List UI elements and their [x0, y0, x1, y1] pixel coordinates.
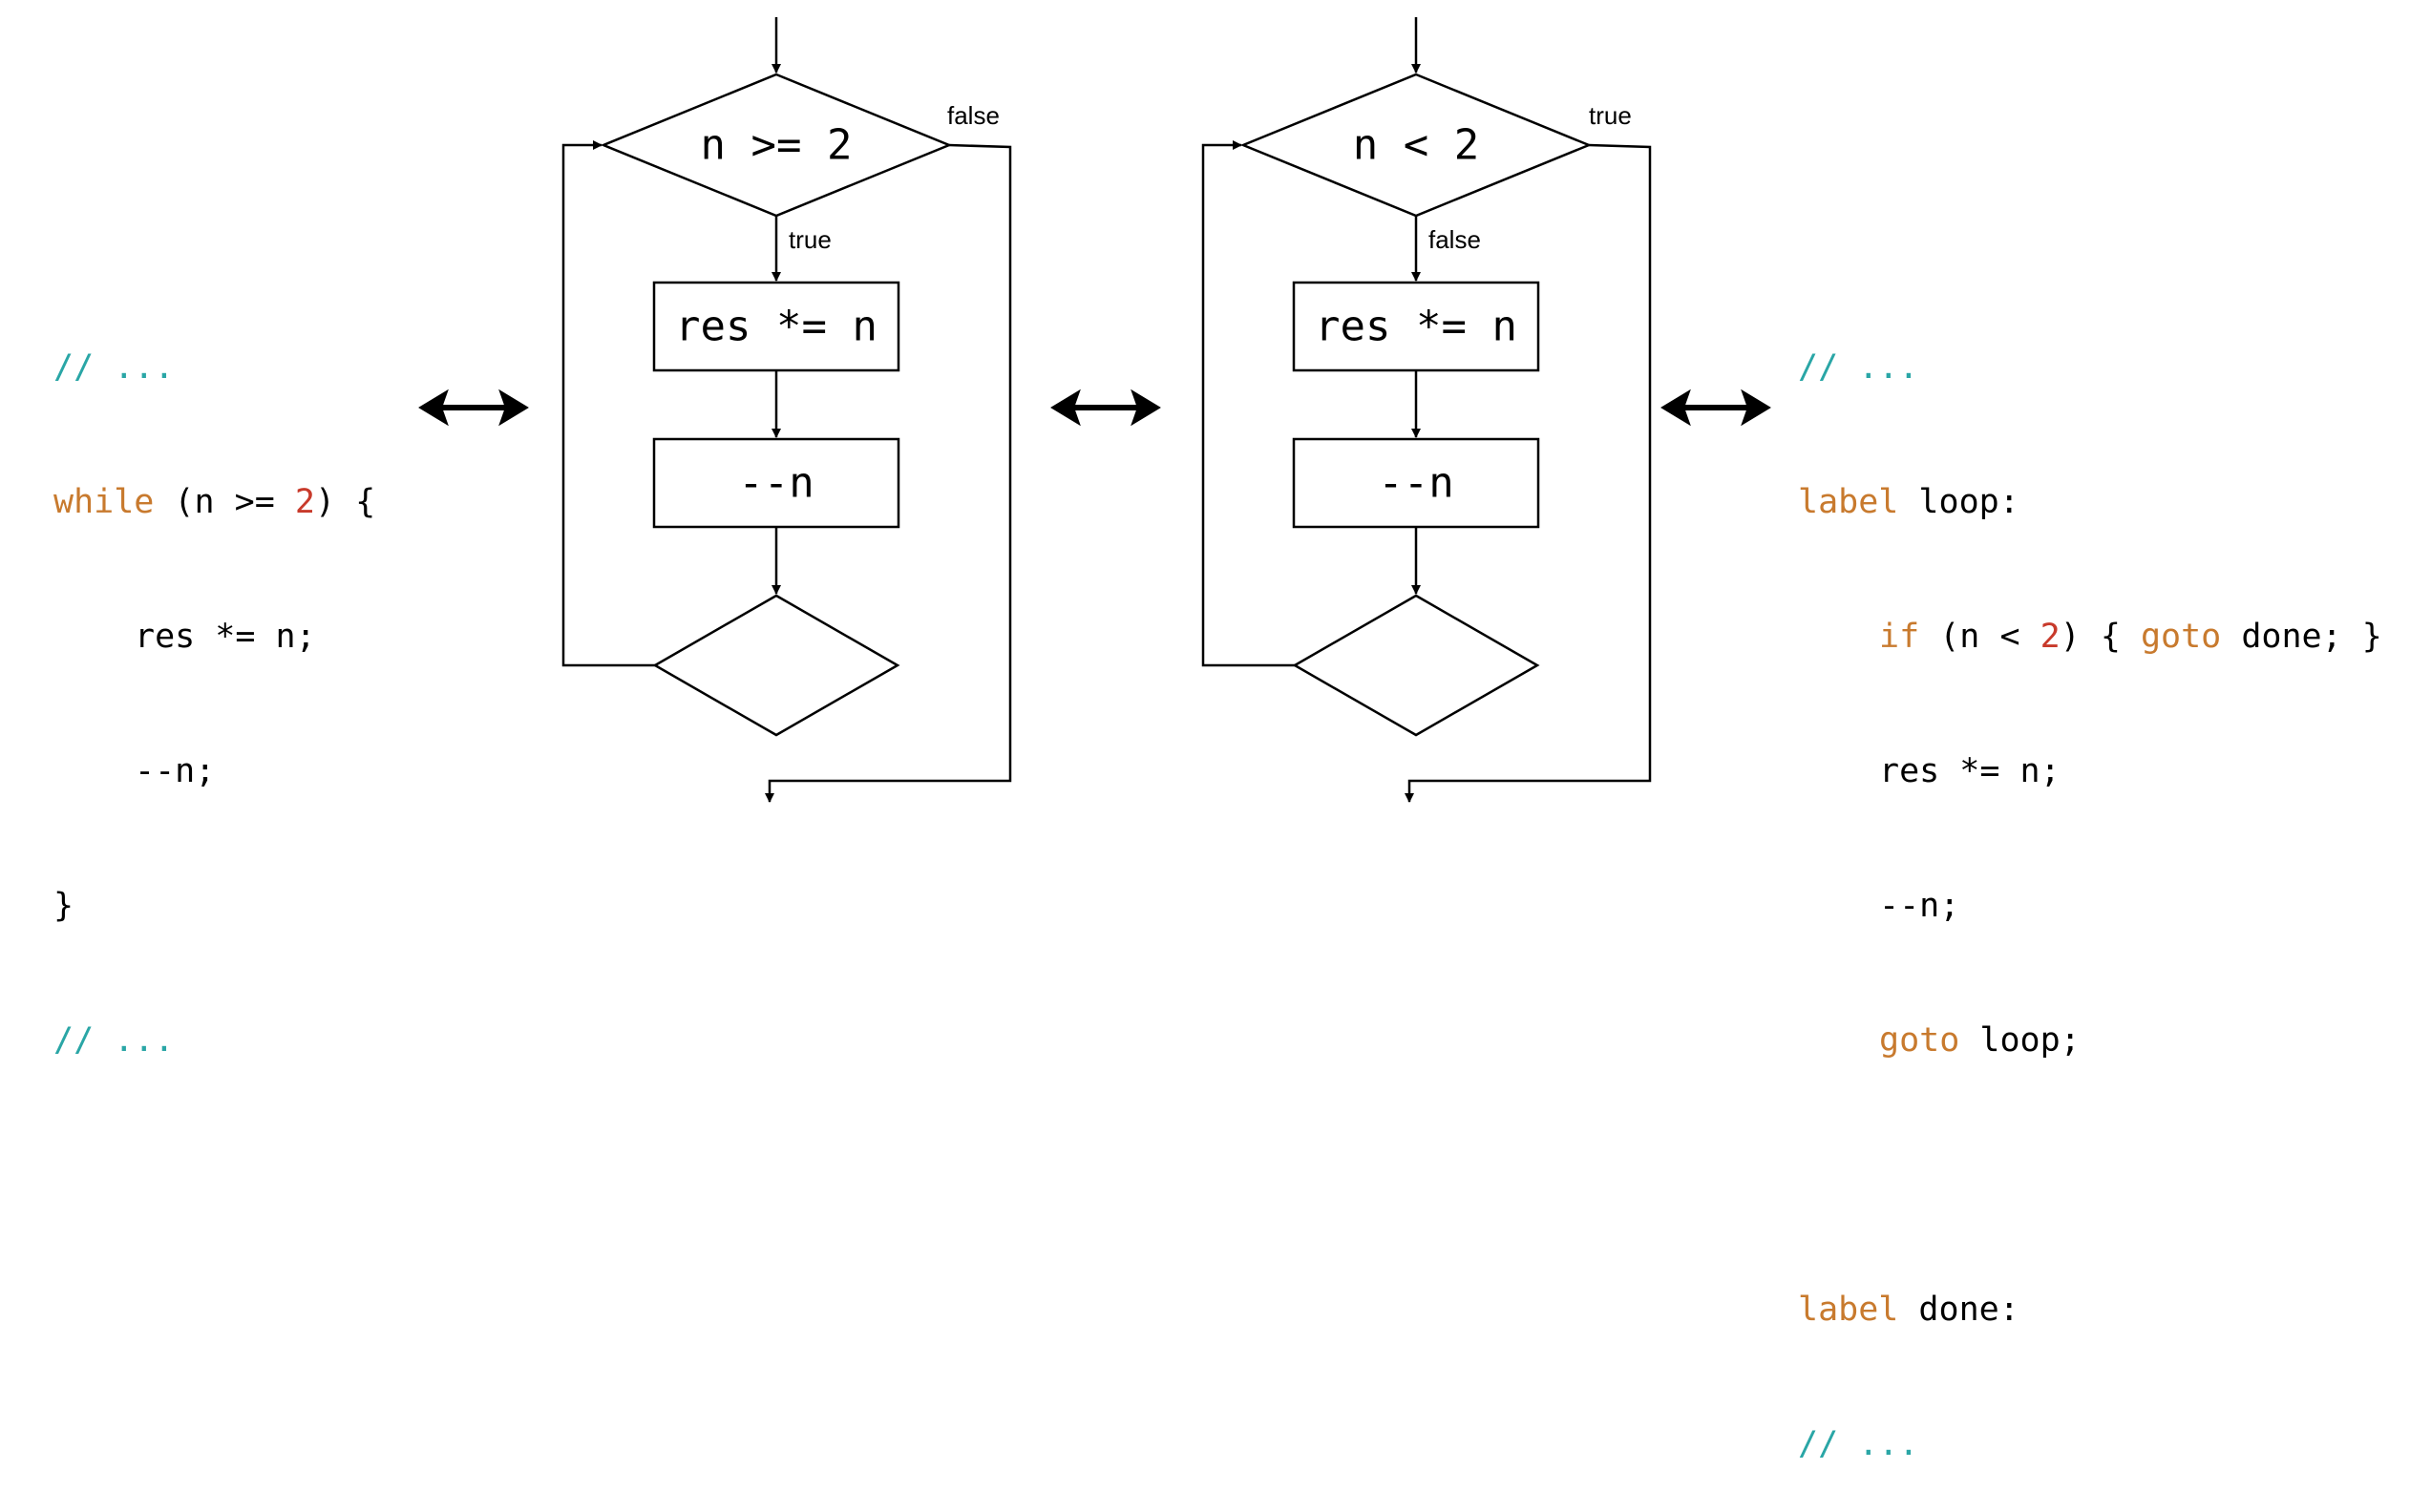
body-box-2 — [1292, 437, 1540, 529]
code-text: (n < — [1919, 618, 2040, 656]
body-text-1: res *= n — [675, 303, 877, 351]
label-loop-line: label loop: — [1798, 480, 2382, 525]
code-text: ) { — [314, 483, 376, 521]
comment-line: // ... — [53, 1021, 175, 1060]
condition-text: n < 2 — [1353, 121, 1479, 170]
exit-label: true — [1589, 101, 1632, 130]
goto-keyword: goto — [2140, 618, 2222, 656]
closing-brace-line: } — [53, 887, 74, 925]
label-keyword: label — [1798, 1291, 1899, 1329]
loop-back-arrow — [561, 140, 655, 667]
join-diamond — [1292, 594, 1540, 737]
body-text-2: --n — [1378, 459, 1453, 508]
while-keyword: while — [53, 483, 155, 521]
if-goto-line: if (n < 2) { goto done; } — [1798, 615, 2382, 660]
statement-line: --n; — [1879, 887, 1960, 925]
exit-arrow — [765, 143, 1012, 803]
comment-line: // ... — [53, 348, 175, 387]
label-keyword: label — [1798, 483, 1899, 521]
if-keyword: if — [1879, 618, 1920, 656]
code-text: (n >= — [154, 483, 295, 521]
blank-line — [1798, 1153, 2382, 1198]
enter-label: false — [1428, 225, 1481, 254]
code-text: done: — [1898, 1291, 2019, 1329]
join-diamond — [652, 594, 900, 737]
code-text: ) { — [2060, 618, 2141, 656]
body-box-1 — [1292, 281, 1540, 372]
statement-line: --n; — [135, 752, 216, 790]
number-literal: 2 — [294, 483, 315, 521]
body-box-2 — [652, 437, 900, 529]
goto-keyword: goto — [1879, 1021, 1960, 1060]
body-text-1: res *= n — [1315, 303, 1517, 351]
label-done-line: label done: — [1798, 1288, 2382, 1333]
double-arrow-icon — [418, 388, 529, 427]
exit-arrow — [1405, 143, 1652, 803]
goto-loop-line: goto loop; — [1798, 1018, 2382, 1063]
flowchart-while — [561, 17, 1012, 803]
flowchart-canvas: n >= 2 res *= n --n false true n < 2 res… — [418, 17, 1771, 803]
statement-line: res *= n; — [1879, 752, 2061, 790]
loop-back-arrow — [1201, 140, 1295, 667]
code-text: loop; — [1959, 1021, 2081, 1060]
double-arrow-icon — [1660, 388, 1771, 427]
statement-line: res *= n; — [135, 618, 316, 656]
body-text-2: --n — [738, 459, 814, 508]
while-header-line: while (n >= 2) { — [53, 480, 375, 525]
comment-line: // ... — [1798, 1425, 1919, 1463]
condition-text: n >= 2 — [701, 121, 853, 170]
code-text: loop: — [1898, 483, 2019, 521]
code-text: done; } — [2221, 618, 2382, 656]
comment-line: // ... — [1798, 348, 1919, 387]
number-literal: 2 — [2040, 618, 2061, 656]
exit-label: false — [947, 101, 1000, 130]
flowchart-goto — [1201, 17, 1652, 803]
enter-label: true — [789, 225, 832, 254]
double-arrow-icon — [1050, 388, 1161, 427]
